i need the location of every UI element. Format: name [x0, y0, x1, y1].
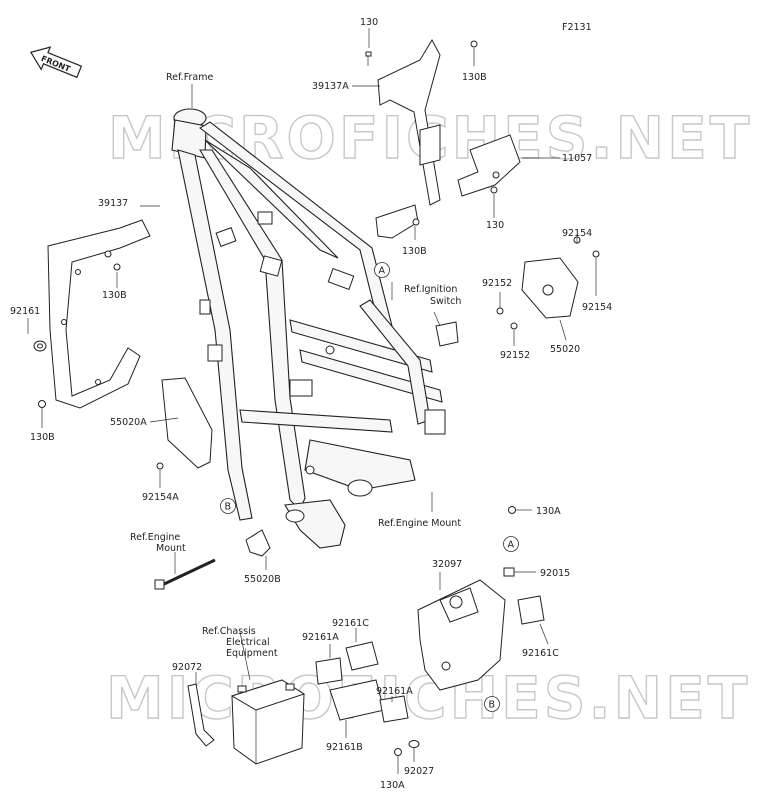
- callout-ref-ignition: Ref.Ignition: [404, 284, 457, 295]
- callout-92072: 92072: [172, 662, 202, 673]
- callout-130A-right: 130A: [536, 506, 561, 517]
- cover-55020B: [245, 529, 271, 557]
- callout-32097: 32097: [432, 559, 462, 570]
- callout-92152-a: 92152: [482, 278, 512, 289]
- screw-92154A: [156, 462, 164, 470]
- callout-130-top: 130: [360, 17, 378, 28]
- callout-ref-engine-mount: Ref.Engine Mount: [378, 518, 461, 529]
- main-frame: [171, 108, 446, 549]
- callout-ref-engine-mount-2a: Ref.Engine: [130, 532, 180, 543]
- bracket-39137A: [377, 38, 441, 206]
- svg-text:B: B: [489, 700, 496, 711]
- bolt-130A-bottom: [394, 748, 402, 756]
- callout-92154A: 92154A: [142, 492, 179, 503]
- callout-92154-b: 92154: [582, 302, 612, 313]
- callout-ref-engine-mount-2b: Mount: [156, 543, 186, 554]
- callout-130A-bottom: 130A: [380, 780, 405, 791]
- callout-130B-top: 130B: [462, 72, 487, 83]
- ref-marker-a-right: A: [503, 536, 519, 552]
- long-bolt-engine-mount: [154, 558, 216, 590]
- ignition-switch-bracket: [435, 321, 459, 347]
- callout-92152-b: 92152: [500, 350, 530, 361]
- ref-markers: A B A B: [220, 262, 519, 712]
- watermark-bottom: MICROFICHES.NET: [106, 664, 750, 732]
- battery-case-32097: [417, 579, 506, 691]
- callout-130B-mid: 130B: [402, 246, 427, 257]
- callout-92161A-b: 92161A: [376, 686, 413, 697]
- callout-55020A: 55020A: [110, 417, 147, 428]
- callout-39137: 39137: [98, 198, 128, 209]
- bolt-130A-right: [508, 506, 516, 514]
- bolts-upper: [365, 40, 498, 226]
- ref-marker-b-left: B: [220, 498, 236, 514]
- callout-92027: 92027: [404, 766, 434, 777]
- cover-55020A: [161, 377, 213, 469]
- bracket-11057: [457, 134, 521, 197]
- callout-92161C-b: 92161C: [522, 648, 559, 659]
- nut-92015: [503, 567, 515, 577]
- leader-lines: [27, 28, 597, 774]
- callout-39137A: 39137A: [312, 81, 349, 92]
- front-arrow-icon: FRONT: [29, 46, 83, 79]
- figure-code: F2131: [562, 22, 592, 33]
- bracket-39137: [47, 219, 151, 409]
- callout-92154-a: 92154: [562, 228, 592, 239]
- callout-92161A-a: 92161A: [302, 632, 339, 643]
- callout-ref-frame: Ref.Frame: [166, 72, 213, 83]
- callout-92161: 92161: [10, 306, 40, 317]
- bracket-lower-130B: [375, 204, 419, 239]
- callout-130-mid: 130: [486, 220, 504, 231]
- battery-icon: [230, 679, 306, 765]
- callout-ref-ignition-switch: Switch: [430, 296, 461, 307]
- bolt-130B-left: [113, 263, 121, 271]
- svg-text:B: B: [225, 502, 232, 513]
- grommet-92161: [33, 340, 47, 352]
- cover-55020: [521, 257, 579, 319]
- bolt-130B-left-low: [38, 400, 46, 408]
- collar-92027: [408, 740, 420, 748]
- ref-marker-b-right: B: [484, 696, 500, 712]
- svg-text:A: A: [508, 540, 515, 551]
- callout-11057: 11057: [562, 153, 592, 164]
- callout-ref-chassis-3: Equipment: [226, 648, 278, 659]
- callout-ref-chassis-1: Ref.Chassis: [202, 626, 256, 637]
- callout-92161C-a: 92161C: [332, 618, 369, 629]
- ref-marker-a-top: A: [374, 262, 390, 278]
- fasteners-92152-92154: [496, 236, 600, 330]
- pads-92161: [315, 595, 545, 723]
- callout-130B-left: 130B: [102, 290, 127, 301]
- callout-55020B: 55020B: [244, 574, 281, 585]
- callout-92015: 92015: [540, 568, 570, 579]
- callout-130B-low: 130B: [30, 432, 55, 443]
- svg-text:A: A: [379, 266, 386, 277]
- callout-labels: 130 130B 39137A Ref.Frame 11057 130 3913…: [10, 17, 612, 791]
- callout-ref-chassis-2: Electrical: [226, 637, 270, 648]
- callout-92161B: 92161B: [326, 742, 363, 753]
- callout-55020: 55020: [550, 344, 580, 355]
